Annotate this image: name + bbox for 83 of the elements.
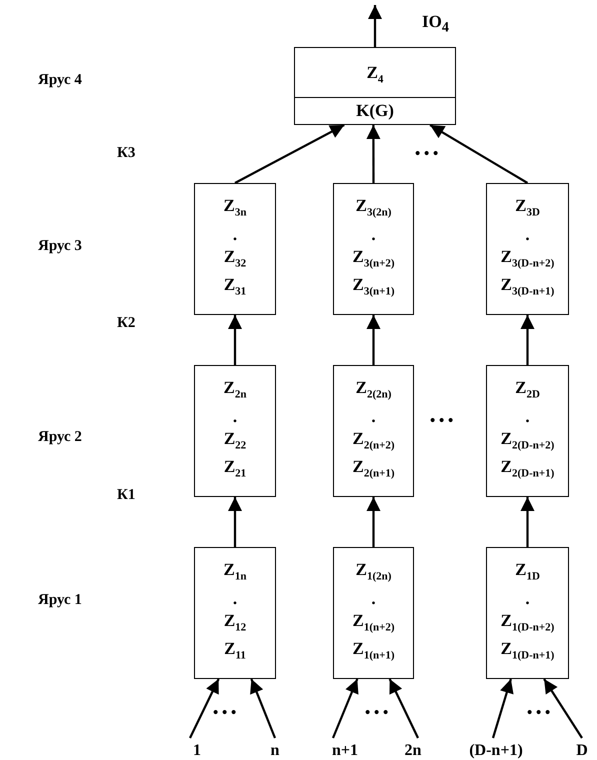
element-label: Z$_{3(D-n+1)}$	[500, 274, 554, 300]
element-label: .	[371, 406, 376, 428]
input-label: (D-n+1)	[461, 742, 531, 760]
arrow	[520, 315, 534, 365]
arrow	[366, 497, 380, 547]
arrow	[368, 5, 382, 47]
element-label: .	[525, 588, 530, 610]
arrow	[332, 678, 358, 738]
element-label: Z$_{31}$	[224, 274, 246, 300]
input-label: n+1	[310, 742, 380, 760]
arrow	[543, 678, 583, 739]
tier-label: • • •	[415, 146, 438, 163]
element-label: .	[232, 224, 238, 246]
element-label: Z$_{2(D-n+1)}$	[500, 456, 554, 482]
input-label: D	[547, 742, 597, 760]
arrow	[250, 678, 276, 738]
element-label: Z$_{21}$	[224, 456, 246, 482]
module-box	[333, 365, 414, 497]
element-label: Z$_{1(2n)}$	[356, 559, 392, 585]
element-label: Z$_{1(D-n+2)}$	[500, 610, 554, 636]
element-label: .	[232, 588, 238, 610]
module-box	[486, 183, 569, 315]
arrow	[228, 315, 242, 365]
tier-label: • • •	[430, 413, 454, 430]
input-label: n	[240, 742, 310, 760]
element-label: Z$_{2n}$	[224, 377, 246, 403]
element-label: Z$_{2(n+1)}$	[352, 456, 395, 482]
module-box	[333, 183, 414, 315]
element-label: Z$_{3(2n)}$	[356, 195, 392, 221]
element-label: Z$_{1(n+2)}$	[352, 610, 395, 636]
element-label: Z$_{11}$	[224, 638, 246, 664]
element-label: Z$_{32}$	[224, 246, 246, 272]
tier-label: • • •	[365, 705, 388, 722]
element-label: .	[371, 588, 376, 610]
element-label: Z$_{3D}$	[515, 195, 540, 221]
element-label: Z$_{3n}$	[224, 195, 246, 221]
element-label: .	[232, 406, 238, 428]
element-label: Z$_{1(n+1)}$	[352, 638, 395, 664]
tier-label: Ярус 3	[38, 238, 82, 255]
element-label: Z$_{22}$	[224, 428, 246, 454]
arrow	[492, 678, 514, 738]
module-box	[194, 365, 276, 497]
element-label: Z$_{1n}$	[224, 559, 246, 585]
element-label: Z$_{2(D-n+2)}$	[500, 428, 554, 454]
tier-label: К1	[117, 487, 136, 504]
tier-label: Ярус 2	[38, 429, 82, 446]
module-box	[333, 547, 414, 679]
arrow	[234, 124, 345, 184]
element-label: Z$_{3(D-n+2)}$	[500, 246, 554, 272]
arrow	[189, 678, 220, 738]
arrow	[520, 497, 534, 547]
element-label: Z$_{2D}$	[515, 377, 540, 403]
element-label: Z$_{2(2n)}$	[356, 377, 392, 403]
input-label: 1	[162, 742, 232, 760]
tier-label: Ярус 4	[38, 72, 82, 89]
arrow	[430, 124, 528, 184]
top-node-box	[294, 47, 456, 125]
node-title: Z$_{4}$	[295, 48, 455, 98]
input-label: 2n	[378, 742, 448, 760]
node-caption: IO$_{4}$	[422, 12, 449, 36]
element-label: Z$_{1D}$	[515, 559, 540, 585]
module-box	[486, 547, 569, 679]
element-label: Z$_{3(n+1)}$	[352, 274, 395, 300]
tier-label: К2	[117, 315, 136, 332]
tier-label: К3	[117, 145, 136, 162]
module-box	[194, 547, 276, 679]
arrow	[388, 678, 419, 738]
module-box	[194, 183, 276, 315]
arrow	[366, 315, 380, 365]
element-label: .	[525, 224, 530, 246]
element-label: Z$_{1(D-n+1)}$	[500, 638, 554, 664]
arrow	[228, 497, 242, 547]
tier-label: • • •	[527, 705, 550, 722]
tier-label: Ярус 1	[38, 592, 82, 609]
element-label: .	[525, 406, 530, 428]
element-label: Z$_{2(n+2)}$	[352, 428, 395, 454]
module-box	[486, 365, 569, 497]
element-label: Z$_{3(n+2)}$	[352, 246, 395, 272]
node-subtitle: K(G)	[355, 100, 395, 122]
element-label: .	[371, 224, 376, 246]
element-label: Z$_{12}$	[224, 610, 246, 636]
arrow	[366, 125, 380, 183]
tier-label: • • •	[213, 705, 236, 722]
